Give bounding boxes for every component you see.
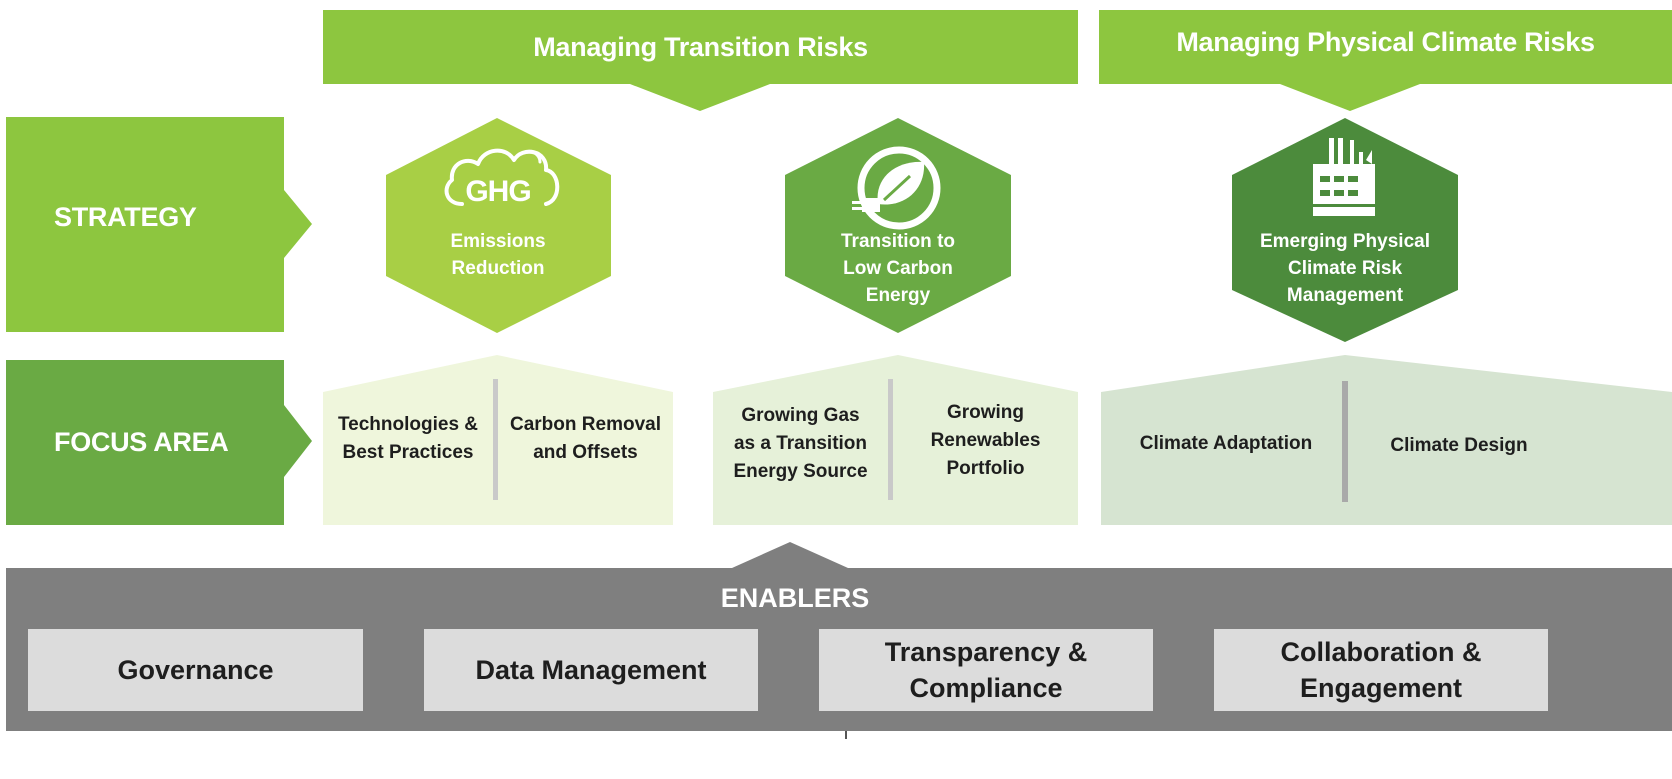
focus-divider-1: [493, 379, 498, 500]
strategy-emissions-reduction: Emissions Reduction: [400, 228, 596, 282]
strategy-label-line: Transition to: [841, 231, 955, 252]
ghg-icon-text: GHG: [465, 175, 531, 208]
hex-emissions-reduction: [386, 118, 611, 333]
focus-line: Growing: [946, 402, 1025, 423]
focus-climate-adaptation: Climate Adaptation: [1110, 385, 1342, 503]
enabler-line: Engagement: [1299, 673, 1463, 703]
focus-area-row-arrow: [6, 360, 312, 525]
transition-risks-header: Managing Transition Risks: [533, 31, 868, 62]
focus-growing-renewables: Growing Renewables Portfolio: [893, 382, 1078, 500]
strategy-label-line: Energy: [865, 285, 931, 306]
enabler-line: Data Management: [475, 655, 707, 685]
focus-line: Portfolio: [946, 458, 1025, 479]
strategy-low-carbon-energy: Transition to Low Carbon Energy: [800, 228, 996, 309]
focus-line: Carbon Removal: [510, 414, 661, 435]
strategy-label-line: Emissions: [450, 231, 546, 252]
focus-line: Energy Source: [733, 461, 868, 482]
enabler-data-management: Data Management: [424, 629, 758, 711]
strategy-label-line: Reduction: [451, 258, 545, 279]
physical-header-banner: [1099, 10, 1672, 111]
focus-technologies: Technologies & Best Practices: [323, 380, 493, 498]
enabler-line: Transparency &: [884, 637, 1088, 667]
enabler-collaboration: Collaboration & Engagement: [1214, 629, 1548, 711]
focus-line: Climate Adaptation: [1139, 433, 1313, 454]
ghg-cloud-icon: [444, 148, 560, 206]
enabler-line: Collaboration &: [1280, 637, 1482, 667]
focus-line: Growing Gas: [741, 405, 860, 426]
strategy-label-line: Emerging Physical: [1259, 231, 1430, 252]
enabler-transparency: Transparency & Compliance: [819, 629, 1153, 711]
focus-carbon-removal: Carbon Removal and Offsets: [498, 380, 673, 498]
physical-risks-header: Managing Physical Climate Risks: [1176, 26, 1595, 57]
transition-header-banner: [323, 10, 1078, 111]
enabler-line: Compliance: [909, 673, 1063, 703]
strategy-label-line: Low Carbon: [843, 258, 953, 279]
enabler-governance: Governance: [28, 629, 363, 711]
hex-physical-risk: [1232, 118, 1458, 342]
focus-line: Best Practices: [342, 442, 474, 463]
enabler-line: Governance: [117, 655, 274, 685]
focus-line: as a Transition: [733, 433, 868, 454]
focus-line: and Offsets: [533, 442, 638, 463]
strategy-physical-risk: Emerging Physical Climate Risk Managemen…: [1236, 228, 1454, 309]
strategy-label-line: Climate Risk: [1287, 258, 1403, 279]
leaf-plug-icon: [852, 146, 941, 230]
focus-line: Climate Design: [1390, 435, 1528, 456]
focus-block-physical: [1101, 355, 1672, 525]
focus-divider-2: [888, 379, 893, 500]
strategy-row-label: STRATEGY: [54, 201, 197, 232]
factory-icon: [1313, 138, 1375, 216]
enablers-title: ENABLERS: [720, 582, 870, 613]
focus-growing-gas: Growing Gas as a Transition Energy Sourc…: [713, 385, 888, 503]
focus-line: Renewables: [930, 430, 1041, 451]
focus-area-row-label: FOCUS AREA: [54, 427, 229, 457]
focus-divider-3: [1342, 381, 1348, 502]
strategy-label-line: Management: [1286, 285, 1404, 306]
enablers-bottom-tick: [845, 731, 847, 739]
focus-block-low-carbon: [713, 355, 1078, 525]
focus-line: Technologies &: [337, 414, 479, 435]
strategy-row-arrow: [6, 117, 312, 332]
focus-climate-design: Climate Design: [1348, 387, 1570, 505]
